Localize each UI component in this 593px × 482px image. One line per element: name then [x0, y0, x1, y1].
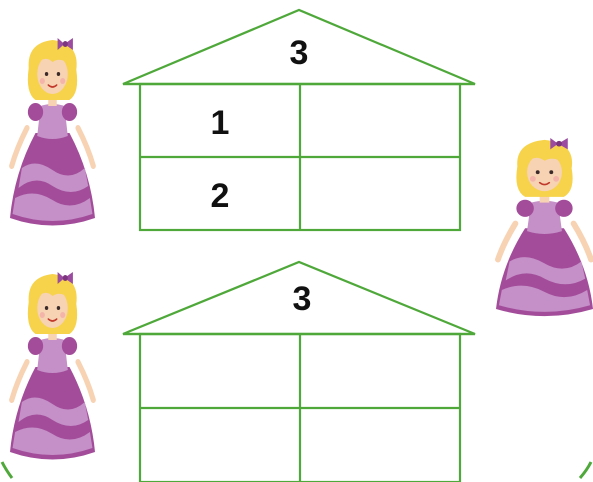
princess-icon — [496, 138, 593, 316]
roof-number: 3 — [290, 34, 309, 72]
princess-icon — [10, 38, 95, 226]
roof-number: 3 — [293, 280, 312, 318]
princess-icon — [10, 272, 95, 460]
border-arc-right — [580, 462, 591, 478]
border-arc-left — [2, 462, 12, 478]
cell-number: 2 — [211, 177, 230, 215]
cell-number: 1 — [211, 104, 230, 142]
